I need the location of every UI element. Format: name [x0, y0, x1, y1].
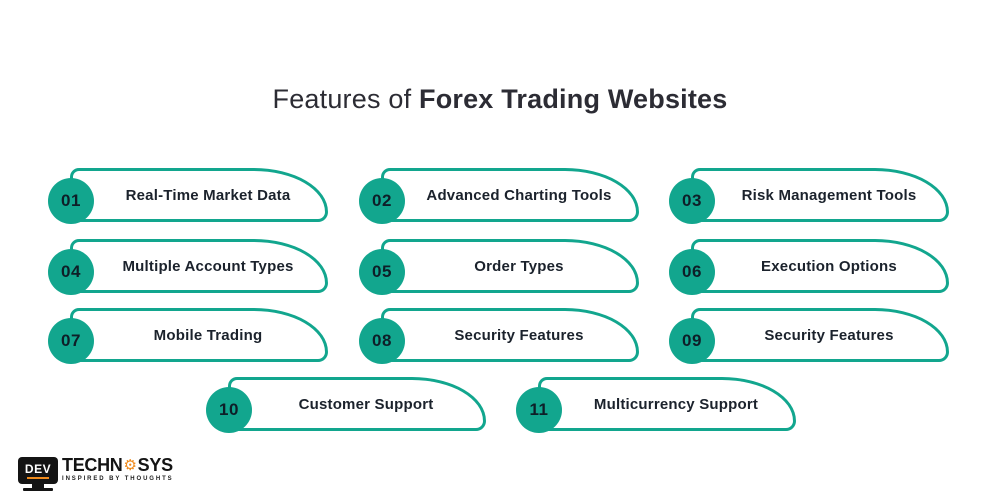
- feature-number: 10: [219, 400, 239, 419]
- page-title: Features of Forex Trading Websites: [0, 84, 1000, 115]
- feature-number-circle: 09: [669, 318, 715, 364]
- feature-number-circle: 02: [359, 178, 405, 224]
- feature-label: Customer Support: [298, 395, 434, 413]
- feature-badge-01: 01 Real-Time Market Data: [48, 168, 328, 224]
- feature-badge-11: 11 Multicurrency Support: [516, 377, 796, 433]
- feature-number-circle: 06: [669, 249, 715, 295]
- logo-brand-line: TECHN⚙SYS: [62, 455, 174, 475]
- logo-brand: TECHN⚙SYS INSPIRED BY THOUGHTS: [62, 455, 174, 482]
- feature-badge-06: 06 Execution Options: [669, 239, 949, 295]
- feature-label: Security Features: [764, 326, 894, 344]
- feature-label: Advanced Charting Tools: [426, 186, 612, 204]
- feature-number-circle: 05: [359, 249, 405, 295]
- feature-number: 11: [529, 400, 549, 419]
- feature-badge-05: 05 Order Types: [359, 239, 639, 295]
- feature-label: Multicurrency Support: [593, 395, 759, 413]
- feature-number-circle: 04: [48, 249, 94, 295]
- feature-number-circle: 01: [48, 178, 94, 224]
- page-title-bold: Forex Trading Websites: [419, 84, 728, 114]
- gear-icon: ⚙: [123, 456, 137, 474]
- feature-badge-09: 09 Security Features: [669, 308, 949, 364]
- feature-number-circle: 08: [359, 318, 405, 364]
- feature-label: Risk Management Tools: [741, 186, 917, 204]
- logo-monitor-underline: [27, 476, 49, 479]
- feature-label: Order Types: [474, 257, 564, 275]
- feature-label: Real-Time Market Data: [125, 186, 291, 204]
- feature-badge-04: 04 Multiple Account Types: [48, 239, 328, 295]
- feature-label: Mobile Trading: [153, 326, 263, 344]
- feature-number: 03: [682, 191, 702, 210]
- dev-technosys-logo: DEV TECHN⚙SYS INSPIRED BY THOUGHTS: [18, 455, 174, 484]
- logo-brand-right: SYS: [137, 455, 173, 475]
- logo-brand-left: TECHN: [62, 455, 123, 475]
- page-title-regular: Features of: [272, 84, 419, 114]
- feature-number: 01: [61, 191, 81, 210]
- feature-badge-08: 08 Security Features: [359, 308, 639, 364]
- monitor-icon: DEV: [18, 457, 58, 484]
- feature-number: 07: [61, 331, 81, 350]
- feature-number-circle: 07: [48, 318, 94, 364]
- feature-number-circle: 03: [669, 178, 715, 224]
- feature-number-circle: 10: [206, 387, 252, 433]
- feature-number: 06: [682, 262, 702, 281]
- logo-tagline: INSPIRED BY THOUGHTS: [62, 476, 174, 482]
- feature-badge-02: 02 Advanced Charting Tools: [359, 168, 639, 224]
- feature-badge-07: 07 Mobile Trading: [48, 308, 328, 364]
- feature-label: Multiple Account Types: [122, 257, 294, 275]
- feature-label: Security Features: [454, 326, 584, 344]
- feature-number: 04: [61, 262, 81, 281]
- feature-number-circle: 11: [516, 387, 562, 433]
- feature-number: 09: [682, 331, 702, 350]
- feature-number: 08: [372, 331, 392, 350]
- feature-label: Execution Options: [761, 257, 897, 275]
- feature-badge-10: 10 Customer Support: [206, 377, 486, 433]
- feature-number: 02: [372, 191, 392, 210]
- feature-number: 05: [372, 262, 392, 281]
- feature-badge-03: 03 Risk Management Tools: [669, 168, 949, 224]
- logo-monitor-text: DEV: [24, 461, 52, 476]
